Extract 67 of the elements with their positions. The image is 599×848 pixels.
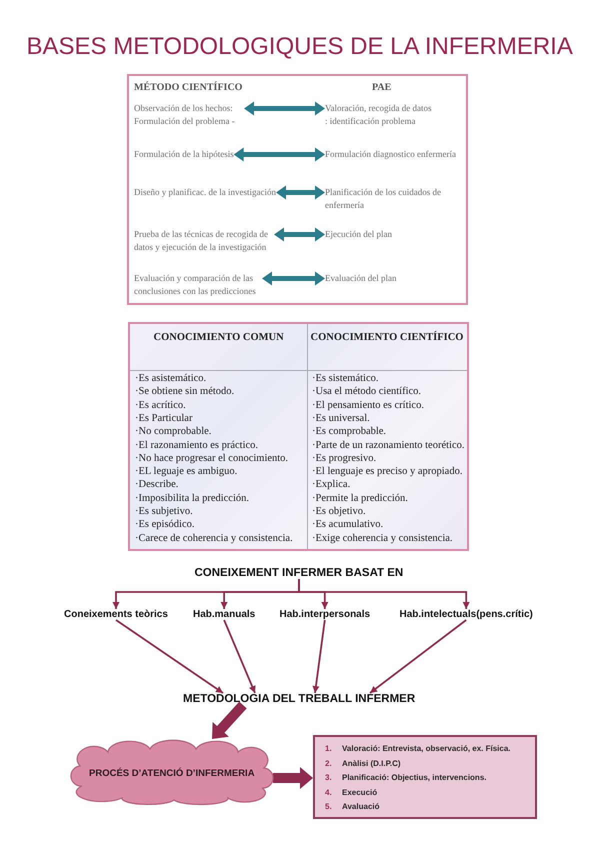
step-text: Formulación de la hipótesis	[134, 148, 234, 161]
step-text: Formulación diagnostico enfermería	[325, 148, 456, 161]
table-cell: ·Se obtiene sin método.	[135, 385, 234, 398]
heading-text: METODOLOGIA DEL TREBALL INFERMER	[183, 693, 416, 705]
branch-label: Hab.manuals	[193, 609, 256, 620]
block-arrow	[273, 767, 313, 789]
list-item: 3. Planificació: Objectius, intervencions.	[325, 773, 486, 782]
arrow	[223, 620, 256, 694]
table-cell: ·Es objetivo.	[312, 505, 366, 518]
comparison-panel	[127, 74, 468, 305]
table-cell: ·Es subjetivo.	[135, 505, 193, 518]
list-item: 5. Avaluació	[325, 802, 380, 811]
table-cell: ·Es Particular	[135, 412, 192, 425]
table-cell: ·Exige coherencia y consistencia.	[312, 532, 453, 545]
step-text: Ejecución del plan	[325, 228, 392, 241]
table-cell: ·Es sistemático.	[312, 372, 378, 385]
step-text: Evaluación y comparación de las conclusiones con las predicciones	[134, 272, 262, 298]
column-header: MÉTODO CIENTÍFICO	[134, 82, 242, 93]
arrow	[369, 619, 467, 694]
cloud-label: PROCÉS D’ATENCIÓ D’INFERMERIA	[89, 768, 255, 778]
table-cell: ·Explica.	[312, 478, 350, 492]
step-text: Prueba de las técnicas de recogida de datos y ejecución de la investigación	[134, 228, 274, 254]
table-cell: ·Es acrítico.	[135, 398, 186, 412]
double-arrow	[274, 228, 325, 242]
table-cell: ·El lenguaje es preciso y apropiado.	[312, 465, 462, 478]
branch-label: Hab.intelectuals(pens.crític)	[400, 609, 533, 620]
column-header: PAE	[372, 82, 392, 93]
double-arrow	[276, 186, 325, 200]
step-text: Planificación de los cuidados de enfermería	[325, 186, 453, 212]
table-cell: ·No hace progresar el conocimiento.	[135, 452, 288, 465]
table-cell: ·Carece de coherencia y consistencia.	[135, 532, 293, 545]
double-arrow	[234, 148, 325, 162]
step-text: Evaluación del plan	[325, 272, 396, 285]
table-cell: ·Describe.	[135, 478, 178, 492]
double-arrow	[262, 272, 325, 286]
step-text: Valoración, recogida de datos : identificación problema	[325, 102, 435, 128]
table-cell: ·No comprobable.	[135, 425, 212, 438]
table-cell: ·Usa el método científico.	[312, 385, 422, 398]
table-cell: ·Es episódico.	[135, 518, 194, 532]
heading-text: CONEIXEMENT INFERMER BASAT EN	[194, 567, 404, 579]
block-arrow	[212, 702, 247, 739]
table-cell: ·Imposibilita la predicción.	[135, 492, 250, 505]
list-item: 4. Execució	[325, 788, 378, 796]
table-cell: ·Es progresivo.	[312, 452, 376, 465]
list-item: 2. Anàlisi (D.I.P.C)	[325, 758, 401, 768]
table-cell: ·El razonamiento es práctico.	[135, 438, 258, 452]
table-cell: ·Es comprobable.	[312, 425, 386, 438]
list-item: 1. Valoració: Entrevista, observació, ex. Física.	[325, 744, 511, 753]
table-cell: ·Es asistemático.	[135, 372, 206, 385]
branch-label: Coneixements teòrics	[64, 609, 168, 620]
table-cell: ·Es acumulativo.	[312, 518, 384, 532]
table-cell: ·Parte de un razonamiento teorético.	[312, 438, 464, 452]
arrow	[116, 619, 224, 694]
arrow	[312, 620, 326, 694]
list-panel	[313, 735, 537, 819]
table-cell: ·EL leguaje es ambiguo.	[135, 465, 238, 478]
table-cell: ·Es universal.	[312, 412, 370, 425]
double-arrow	[244, 102, 325, 116]
arrow	[298, 579, 470, 609]
page-title: BASES METODOLOGIQUES DE LA INFERMERIA	[26, 33, 573, 61]
step-text: Diseño y planificac. de la investigación	[134, 186, 276, 199]
column-header: CONOCIMIENTO COMUN	[154, 332, 284, 343]
table-cell: ·El pensamiento es crítico.	[312, 398, 424, 412]
branch-label: Hab.interpersonals	[280, 609, 370, 620]
column-header: CONOCIMIENTO CIENTÍFICO	[310, 332, 464, 343]
table-cell: ·Permite la predicción.	[312, 492, 408, 505]
step-text: Observación de los hechos: Formulación del problema -	[134, 102, 244, 128]
